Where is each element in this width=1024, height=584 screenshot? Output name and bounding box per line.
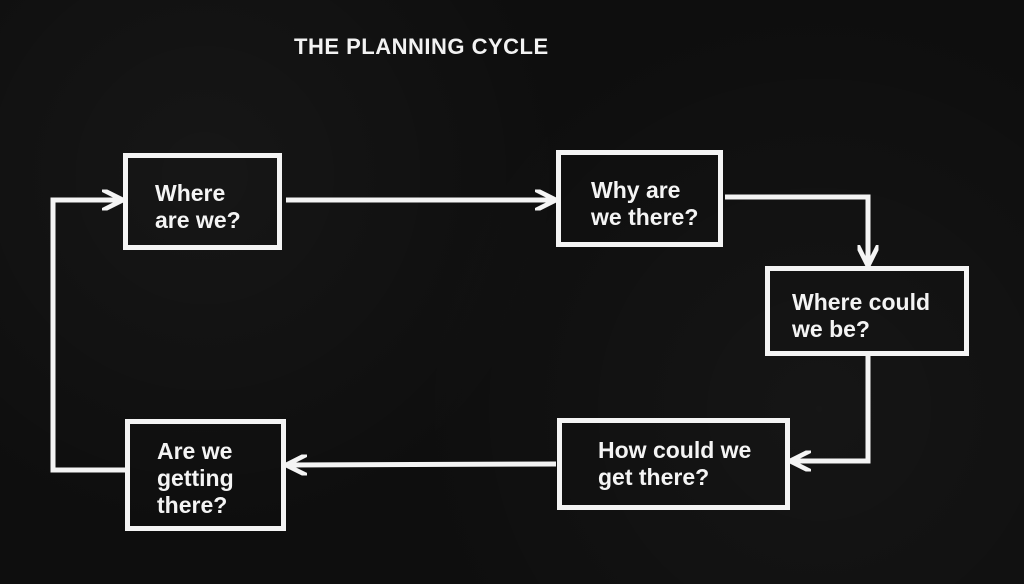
edge-wherecould-to-how	[792, 356, 871, 461]
node-text-line: Why are	[591, 177, 681, 203]
edge-why-to-wherecould	[725, 194, 868, 264]
edge-how-to-getting	[288, 464, 557, 465]
node-where-are-we: Where are we?	[123, 153, 282, 250]
node-text-line: we be?	[792, 316, 870, 342]
node-text-line: Where	[155, 180, 226, 206]
node-why-are-we-there: Why are we there?	[556, 150, 723, 247]
node-text-line: we there?	[591, 204, 699, 230]
edge-getting-to-where	[50, 200, 125, 473]
node-text-line: Where could	[792, 289, 931, 315]
node-are-we-getting-there: Are we getting there?	[125, 419, 286, 531]
node-text-line: Are we	[157, 438, 233, 464]
node-where-could-we-be: Where could we be?	[765, 266, 969, 356]
node-text-line: there?	[157, 492, 228, 518]
node-text-line: are we?	[155, 207, 241, 233]
diagram-title: THE PLANNING CYCLE	[294, 34, 549, 59]
node-text-line: get there?	[598, 464, 710, 490]
node-text-line: getting	[157, 465, 234, 491]
node-how-could-we-get-there: How could we get there?	[557, 418, 790, 510]
node-text-line: How could we	[598, 437, 752, 463]
